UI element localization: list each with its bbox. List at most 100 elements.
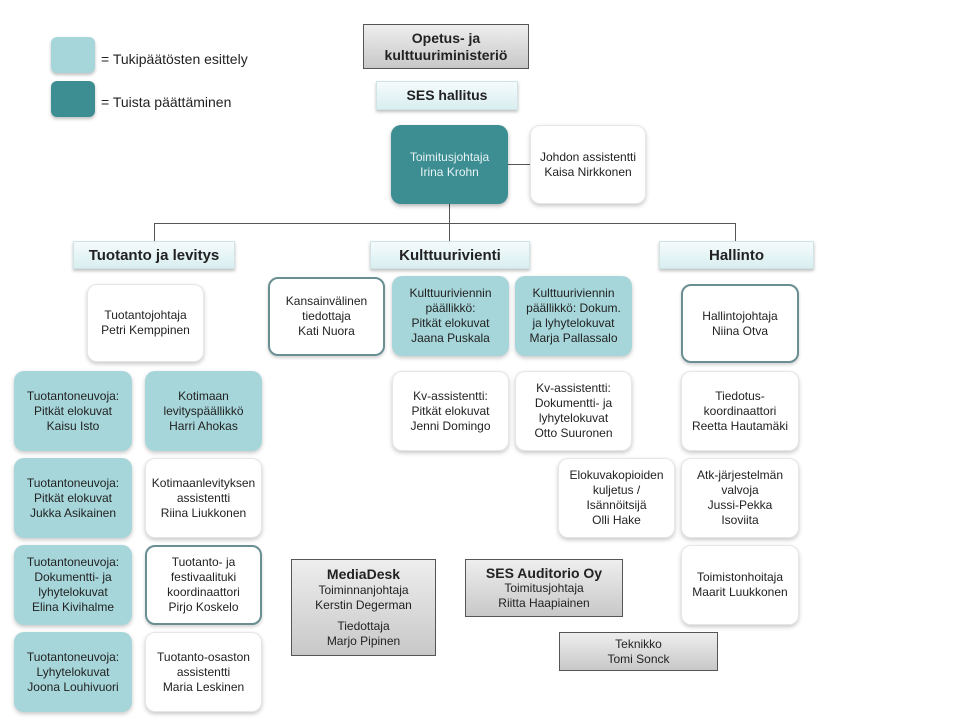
print-transport-box: Elokuvakopioiden kuljetus / Isännöitsijä… (558, 458, 675, 538)
connector-ceo-assistant (508, 164, 530, 165)
office-manager-box: Toimistonhoitaja Maarit Luukkonen (681, 545, 799, 625)
line: Kv-assistentti: (536, 381, 611, 395)
line: Tiedottaja (337, 618, 390, 633)
intl-info-officer-box: Kansainvälinen tiedottaja Kati Nuora (268, 277, 385, 356)
name: Reetta Hautamäki (691, 418, 789, 433)
dept-admin-label: Hallinto (709, 246, 764, 264)
line: Kotimaan (178, 388, 229, 403)
producer-advisor-box-2: Tuotantoneuvoja: Pitkät elokuvat Jukka A… (14, 458, 132, 538)
line: assistentti (176, 490, 231, 505)
line: Toiminnanjohtaja (318, 582, 409, 597)
line: Teknikko (615, 636, 662, 651)
producer-advisor-box-3: Tuotantoneuvoja: Dokumentti- ja lyhytelo… (14, 545, 132, 625)
legend-decision-swatch (51, 81, 95, 117)
line: Dokumentti- ja (534, 396, 613, 410)
production-director-title: Tuotantojohtaja (104, 308, 187, 322)
mediadesk-title: MediaDesk (326, 565, 401, 582)
line: Toimistonhoitaja (696, 570, 784, 584)
name: Riitta Haapiainen (498, 595, 590, 610)
dept-production-header: Tuotanto ja levitys (73, 241, 235, 269)
festival-coordinator-box: Tuotanto- ja festivaalituki koordinaatto… (145, 545, 262, 625)
producer-advisor-box-4: Tuotantoneuvoja: Lyhytelokuvat Joona Lou… (14, 632, 132, 712)
connector-ceo-down (449, 204, 450, 224)
line: Tuotanto-osaston (157, 649, 250, 664)
export-assistant-features-box: Kv-assistentti: Pitkät elokuvat Jenni Do… (392, 371, 509, 451)
name: Harri Ahokas (169, 418, 238, 433)
line: Tuotantoneuvoja: (26, 649, 120, 664)
line: lyhytelokuvat (538, 411, 609, 425)
line: Tuotantoneuvoja: (26, 388, 120, 403)
info-coordinator-box: Tiedotus- koordinaattori Reetta Hautamäk… (681, 371, 799, 451)
legend-support-swatch (51, 37, 95, 73)
name: Niina Otva (711, 323, 769, 338)
name: Kaisu Isto (46, 418, 100, 433)
name: Kerstin Degerman (315, 597, 412, 612)
line: ja lyhytelokuvat (532, 316, 615, 330)
mediadesk-box: MediaDesk Toiminnanjohtaja Kerstin Deger… (291, 559, 436, 656)
connector-horizontal (154, 223, 736, 224)
technician-box: Teknikko Tomi Sonck (559, 632, 718, 671)
distribution-manager-box: Kotimaan levityspäällikkö Harri Ahokas (145, 371, 262, 451)
it-admin-box: Atk-järjestelmän valvoja Jussi-Pekka Iso… (681, 458, 799, 538)
line: Lyhytelokuvat (36, 664, 110, 679)
name: Marjo Pipinen (326, 633, 401, 648)
line: Elokuvakopioiden (569, 468, 664, 482)
board-label: SES hallitus (406, 87, 488, 103)
line: Pitkät elokuvat (411, 316, 490, 330)
connector-middle-drop (449, 223, 450, 241)
line: festivaalituki (170, 570, 237, 584)
name: Jukka Asikainen (29, 505, 117, 520)
export-head-features-box: Kulttuuriviennin päällikkö: Pitkät eloku… (392, 276, 509, 356)
export-head-docs-box: Kulttuuriviennin päällikkö: Dokum. ja ly… (515, 276, 632, 356)
line: Tuotantoneuvoja: (26, 475, 120, 490)
line: Kansainvälinen (285, 294, 368, 308)
title: Hallintojohtaja (702, 308, 778, 323)
exec-assistant-box: Johdon assistentti Kaisa Nirkkonen (530, 125, 646, 204)
ministry-box: Opetus- ja kulttuuriministeriö (363, 24, 529, 69)
line: Pitkät elokuvat (411, 403, 490, 418)
production-assistant-box: Tuotanto-osaston assistentti Maria Leski… (145, 632, 262, 712)
name: Isoviita (721, 513, 759, 527)
line: päällikkö: Dokum. (526, 301, 621, 315)
ceo-name: Irina Krohn (420, 164, 479, 179)
exec-assistant-title: Johdon assistentti (539, 149, 637, 164)
name: Jenni Domingo (410, 418, 491, 433)
production-director-box: Tuotantojohtaja Petri Kemppinen (87, 284, 204, 362)
name: Kati Nuora (298, 324, 355, 338)
line: Toimitusjohtaja (504, 580, 584, 595)
ministry-label: Opetus- ja kulttuuriministeriö (384, 29, 508, 63)
line: Pitkät elokuvat (33, 490, 113, 505)
producer-advisor-box-1: Tuotantoneuvoja: Pitkät elokuvat Kaisu I… (14, 371, 132, 451)
legend-decision-label: = Tuista päättäminen (101, 94, 232, 110)
name: Olli Hake (592, 513, 641, 527)
line: kuljetus / (592, 483, 641, 497)
line: Kotimaanlevityksen (151, 475, 256, 490)
production-director-name: Petri Kemppinen (101, 323, 190, 337)
ceo-title: Toimitusjohtaja (409, 149, 490, 164)
name: Otto Suuronen (534, 426, 613, 440)
name: Jaana Puskala (411, 331, 490, 345)
connector-right-drop (735, 223, 736, 241)
export-assistant-docs-box: Kv-assistentti: Dokumentti- ja lyhytelok… (515, 371, 632, 451)
line: lyhytelokuvat (38, 585, 108, 599)
distribution-assistant-box: Kotimaanlevityksen assistentti Riina Liu… (145, 458, 262, 538)
line: Atk-järjestelmän (696, 468, 784, 482)
admin-director-box: Hallintojohtaja Niina Otva (681, 284, 799, 363)
line: Pitkät elokuvat (33, 403, 113, 418)
name: Riina Liukkonen (160, 505, 247, 520)
name: Joona Louhivuori (27, 679, 119, 694)
line: Isännöitsijä (586, 498, 647, 512)
dept-admin-header: Hallinto (659, 241, 814, 269)
dept-production-label: Tuotanto ja levitys (88, 246, 220, 264)
line: koordinaattori (703, 403, 777, 418)
ceo-box: Toimitusjohtaja Irina Krohn (391, 125, 508, 204)
board-box: SES hallitus (376, 81, 518, 110)
name: Marja Pallassalo (529, 331, 618, 345)
exec-assistant-name: Kaisa Nirkkonen (544, 164, 632, 179)
line: Kulttuuriviennin (532, 286, 615, 300)
name: Maria Leskinen (162, 679, 245, 694)
legend-support-label: = Tukipäätösten esittely (101, 51, 248, 67)
name: Elina Kivihalme (31, 600, 115, 614)
line: Tiedotus- (715, 388, 765, 403)
line: levityspäällikkö (163, 403, 244, 418)
